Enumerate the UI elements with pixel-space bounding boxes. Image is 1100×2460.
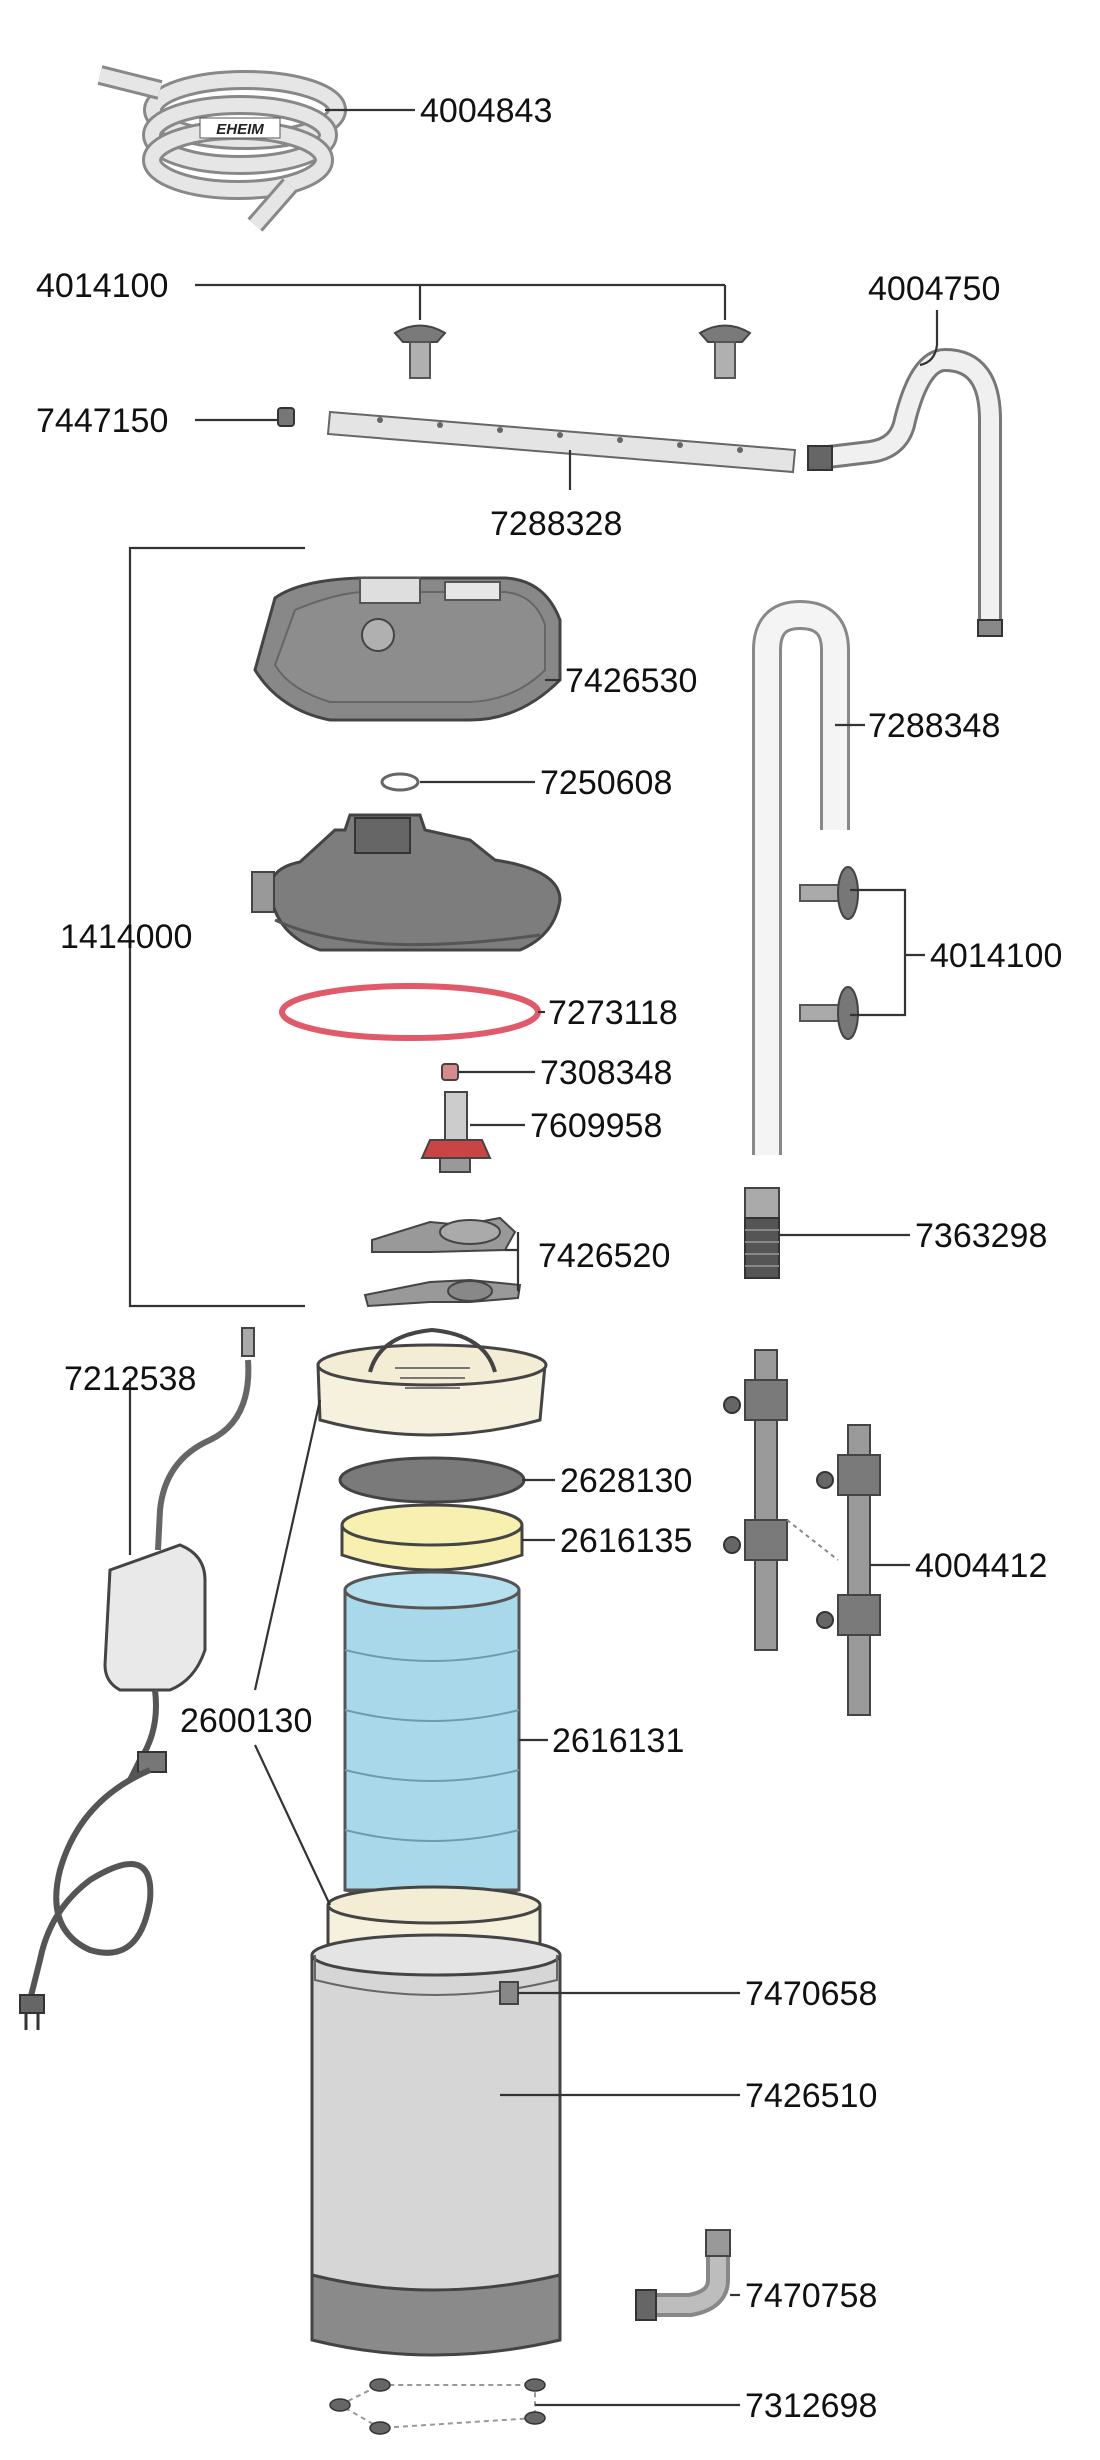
hose-drawing: EHEIM	[97, 65, 347, 232]
label-spray-bar: 7288328	[490, 505, 622, 543]
leader-lines	[128, 108, 939, 2407]
small-washer-drawing	[380, 772, 420, 792]
label-hose: 4004843	[420, 92, 552, 130]
bearing-drawing	[441, 1063, 459, 1081]
label-filter-baskets: 2600130	[180, 1702, 312, 1740]
head-assembly-bracket	[128, 546, 305, 1308]
top-basket-drawing	[316, 1327, 548, 1437]
label-small-washer: 7250608	[540, 764, 672, 802]
label-suction-cups-side: 4014100	[930, 937, 1062, 975]
spray-bar-drawing	[326, 410, 797, 474]
label-sealing-ring: 7273118	[548, 994, 678, 1032]
label-intake-tube: 7288348	[868, 707, 1000, 745]
canister-drawing	[310, 1933, 562, 2357]
coarse-pad-drawing	[340, 1503, 524, 1572]
intake-strainer-drawing	[744, 1187, 780, 1279]
label-feet: 7312698	[745, 2387, 877, 2425]
latch-clips-drawing	[363, 1216, 522, 1308]
pump-head-drawing	[251, 813, 562, 952]
side-suction-cups-drawing	[799, 866, 859, 1040]
label-end-cap: 7447150	[36, 402, 168, 440]
label-head-assembly: 1414000	[60, 918, 192, 956]
end-cap-drawing	[277, 407, 295, 427]
part-labels: 4004843 4014100 4004750 7447150 7288328 …	[36, 92, 1062, 2425]
label-coarse-pad: 2616135	[560, 1522, 692, 1560]
pump-cover-drawing	[253, 576, 562, 722]
label-pump-cover: 7426530	[565, 662, 697, 700]
label-intake-strainer: 7363298	[915, 1217, 1047, 1255]
impeller-drawing	[420, 1091, 492, 1173]
intake-tube-drawing	[752, 599, 850, 1155]
hose-brand-text: EHEIM	[216, 121, 264, 138]
label-clamp: 7470658	[745, 1975, 877, 2013]
label-latch-clips: 7426520	[538, 1237, 670, 1275]
label-power-supply: 7212538	[64, 1360, 196, 1398]
label-fine-pad: 2628130	[560, 1462, 692, 1500]
suction-cup-drawing	[393, 324, 752, 379]
elbow-connector-drawing	[635, 2229, 731, 2321]
feet-drawing	[329, 2378, 546, 2435]
fine-pad-drawing	[338, 1456, 526, 1504]
label-filter-sponges: 2616131	[552, 1722, 684, 1760]
sealing-ring-drawing	[279, 983, 541, 1041]
double-taps-drawing	[723, 1349, 881, 1716]
label-elbow-connector: 7470758	[745, 2277, 877, 2315]
outflow-bend-drawing	[807, 347, 1003, 637]
power-supply-drawing	[19, 1327, 255, 2030]
label-canister: 7426510	[745, 2077, 877, 2115]
label-bearing: 7308348	[540, 1054, 672, 1092]
label-impeller: 7609958	[530, 1107, 662, 1145]
filter-sponges-drawing	[343, 1570, 521, 1902]
label-double-taps: 4004412	[915, 1547, 1047, 1585]
label-suction-cups-top: 4014100	[36, 267, 168, 305]
label-outflow-bend: 4004750	[868, 270, 1000, 308]
